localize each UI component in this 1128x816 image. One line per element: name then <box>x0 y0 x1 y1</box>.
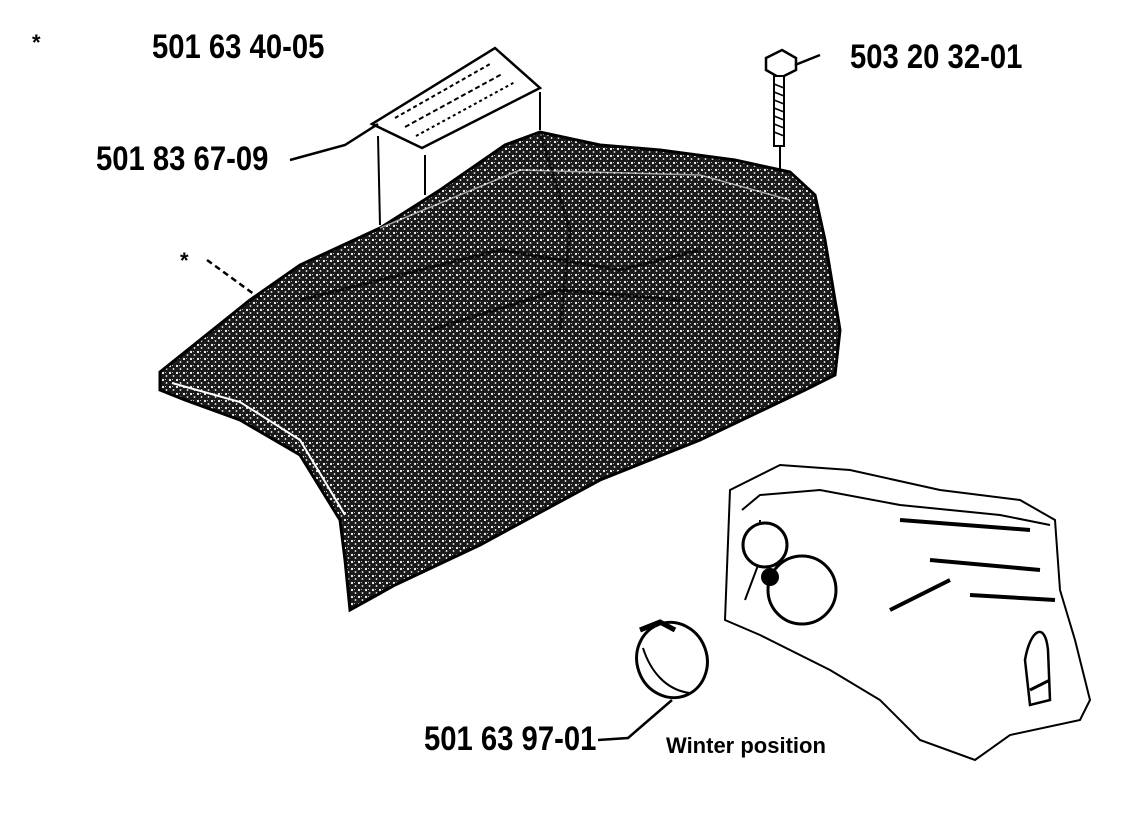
part-label-winter-plate: 501 63 97-01 <box>424 720 597 758</box>
winter-position-caption: Winter position <box>666 733 826 758</box>
kit-marker-asterisk: * <box>32 30 41 55</box>
decal-plate-icon <box>369 46 543 226</box>
part-label-top-kit: 501 63 40-05 <box>152 28 325 66</box>
part-label-decal: 501 83 67-09 <box>96 140 269 178</box>
screw-icon <box>764 48 798 172</box>
leader-lines <box>206 53 821 742</box>
cylinder-cover-icon <box>158 130 842 613</box>
winter-plate-icon <box>635 619 709 700</box>
engine-housing-icon <box>723 463 1092 762</box>
part-label-screw: 503 20 32-01 <box>850 38 1023 76</box>
cover-marker-asterisk: * <box>180 248 189 273</box>
